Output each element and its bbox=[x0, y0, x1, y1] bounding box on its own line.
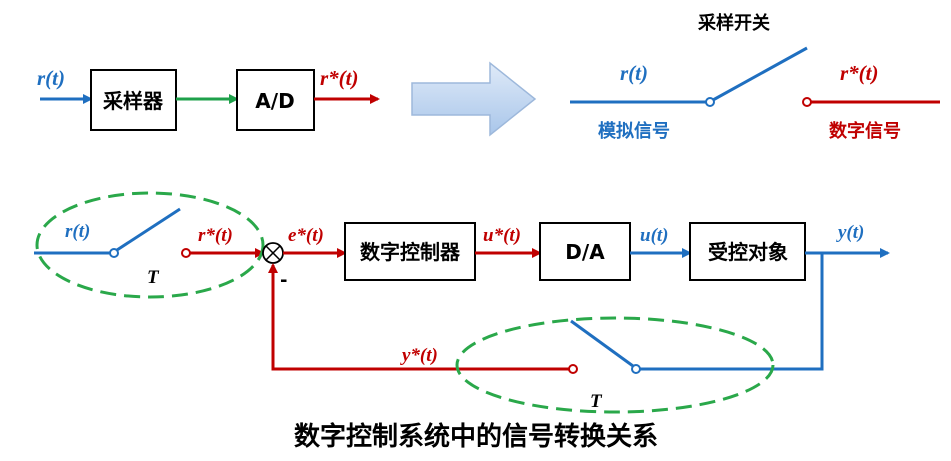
summing-junction bbox=[262, 242, 284, 264]
switch-blade bbox=[712, 46, 808, 102]
da-label: D/A bbox=[565, 240, 605, 264]
right-switch-blade bbox=[570, 319, 634, 368]
right-period-label: T bbox=[590, 391, 603, 412]
ad-label: A/D bbox=[255, 89, 294, 113]
transition-arrow-icon bbox=[411, 61, 537, 137]
right-switch-pivot bbox=[631, 364, 641, 374]
ad-block: A/D bbox=[236, 69, 315, 131]
right-sampler-highlight bbox=[455, 316, 775, 414]
bottom-r-input-label: r(t) bbox=[65, 221, 90, 242]
left-switch-blade bbox=[116, 207, 181, 252]
diagram-caption: 数字控制系统中的信号转换关系 bbox=[294, 421, 658, 452]
top-r-star-output-label: r*(t) bbox=[320, 66, 359, 90]
analog-signal-label: 模拟信号 bbox=[598, 120, 670, 142]
left-switch-pivot bbox=[109, 248, 119, 258]
feedback-analog-path bbox=[640, 253, 824, 371]
right-switch-contact bbox=[568, 364, 578, 374]
sampler-label: 采样器 bbox=[103, 89, 164, 113]
switch-contact bbox=[802, 97, 812, 107]
plant-label: 受控对象 bbox=[708, 240, 788, 264]
digital-controller-block: 数字控制器 bbox=[344, 222, 476, 281]
top-right-r-star-label: r*(t) bbox=[840, 61, 879, 85]
minus-sign: - bbox=[280, 270, 287, 291]
sampler-block: 采样器 bbox=[90, 69, 177, 131]
y-star-label: y*(t) bbox=[400, 345, 438, 366]
left-period-label: T bbox=[147, 267, 160, 288]
switch-title: 采样开关 bbox=[697, 12, 770, 34]
left-switch-contact bbox=[181, 248, 191, 258]
feedback-digital-path bbox=[268, 263, 569, 371]
switch-pivot bbox=[705, 97, 715, 107]
u-label: u(t) bbox=[640, 225, 669, 246]
da-block: D/A bbox=[539, 222, 631, 281]
digital-signal-label: 数字信号 bbox=[829, 120, 901, 142]
y-output-label: y(t) bbox=[836, 222, 864, 243]
left-sampler-highlight bbox=[35, 191, 265, 299]
top-right-r-label: r(t) bbox=[620, 61, 648, 85]
e-star-label: e*(t) bbox=[288, 225, 324, 246]
bottom-r-star-label: r*(t) bbox=[198, 225, 233, 246]
digital-controller-label: 数字控制器 bbox=[360, 240, 461, 264]
plant-block: 受控对象 bbox=[689, 222, 806, 281]
top-r-input-label: r(t) bbox=[37, 66, 65, 90]
u-star-label: u*(t) bbox=[483, 225, 521, 246]
